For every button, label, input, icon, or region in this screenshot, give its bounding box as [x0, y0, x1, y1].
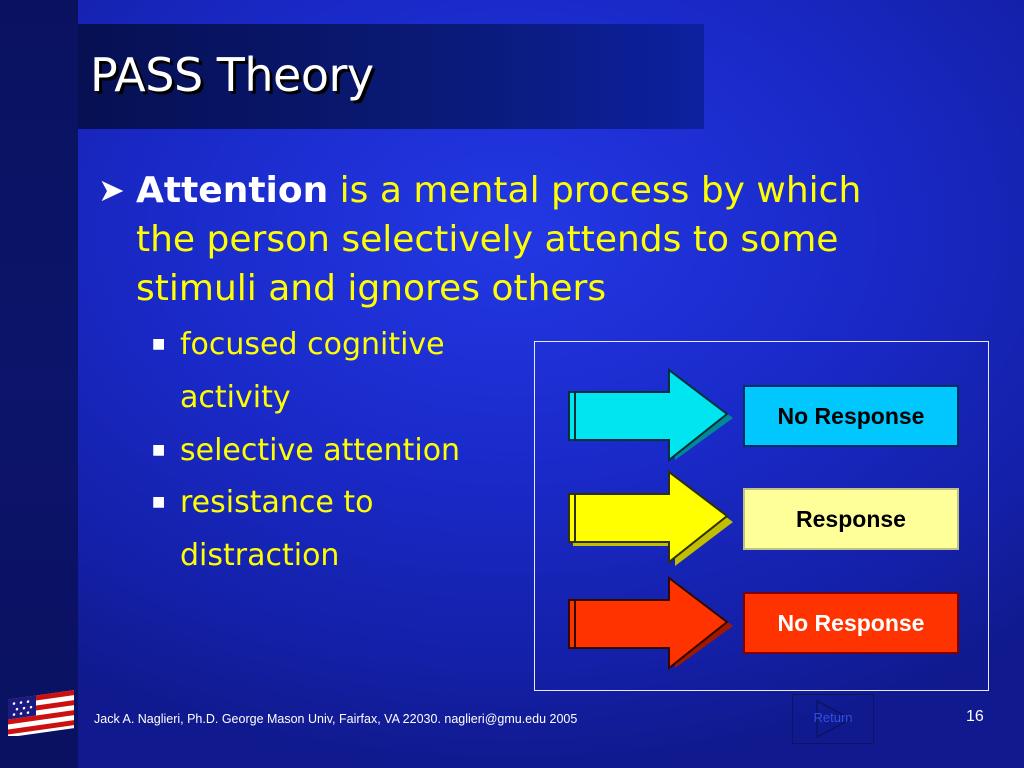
footer-text: Jack A. Naglieri, Ph.D. George Mason Uni… — [94, 712, 578, 726]
main-bullet-text: Attention is a mental process by which t… — [98, 166, 928, 313]
bullet-keyword: Attention — [136, 170, 329, 211]
play-icon — [816, 699, 853, 739]
return-button-label: Return — [813, 710, 853, 725]
response-box-2: Response — [743, 488, 959, 550]
red-arrow-body — [568, 576, 729, 671]
sub-bullet-text: selective attention — [180, 433, 461, 468]
square-bullet-icon: ■ — [152, 442, 166, 458]
response-box-1: No Response — [743, 385, 959, 447]
cyan-arrow — [568, 368, 733, 463]
page-number: 16 — [966, 708, 984, 725]
left-band — [0, 0, 78, 768]
attention-diagram: No Response Response No Response — [534, 341, 989, 691]
sub-bullet-selective: ■ selective attention — [148, 424, 508, 477]
main-bullet: ➤ Attention is a mental process by which… — [98, 166, 928, 313]
yellow-arrow-body — [568, 470, 729, 565]
bullet-body: is a mental process by which the person … — [136, 170, 862, 309]
cyan-arrow-body — [568, 368, 729, 463]
slide-title: PASS Theory — [90, 48, 374, 102]
title-bar — [78, 24, 704, 129]
american-flag-icon — [8, 690, 74, 736]
square-bullet-icon: ■ — [152, 494, 166, 510]
response-box-3: No Response — [743, 592, 959, 654]
return-button[interactable]: Return — [792, 694, 874, 744]
square-bullet-icon: ■ — [152, 336, 166, 352]
red-arrow — [568, 576, 733, 671]
yellow-arrow — [568, 470, 733, 566]
arrow-bullet-icon: ➤ — [98, 171, 125, 209]
